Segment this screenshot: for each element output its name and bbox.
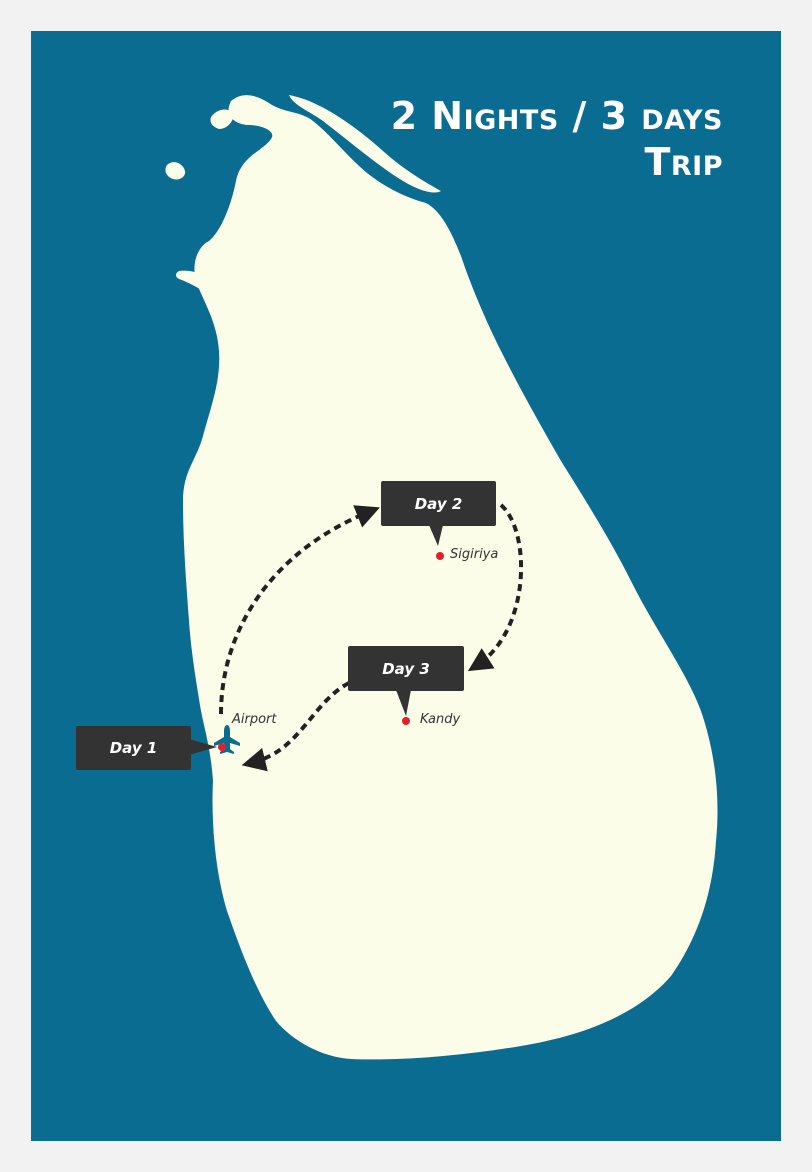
callout-pointer-day3 bbox=[396, 690, 411, 716]
route-kandy-to-airport bbox=[241, 681, 350, 772]
title-line-2: Trip bbox=[644, 140, 723, 184]
map-title: 2 Nights / 3 days Trip bbox=[391, 93, 723, 185]
map-frame: 2 Nights / 3 days Trip Day 1 Day 2 Day 3… bbox=[31, 31, 781, 1141]
island-kalpitiya-spit bbox=[176, 270, 227, 302]
island-small-north bbox=[210, 109, 234, 129]
pin-airport bbox=[218, 743, 226, 751]
place-label-kandy: Kandy bbox=[420, 712, 461, 727]
callout-pointer-day2 bbox=[429, 525, 443, 546]
island-small-west bbox=[165, 162, 186, 180]
place-label-airport: Airport bbox=[232, 712, 277, 727]
route-sigiriya-to-kandy bbox=[467, 503, 523, 672]
callout-day2: Day 2 bbox=[381, 481, 496, 526]
route-airport-to-sigiriya bbox=[219, 505, 380, 715]
title-line-1: 2 Nights / 3 days bbox=[390, 94, 723, 138]
island-jaffna-spit bbox=[289, 95, 441, 193]
map-canvas bbox=[31, 31, 781, 1141]
callout-pointer-day1 bbox=[189, 739, 217, 755]
callout-day1: Day 1 bbox=[76, 726, 191, 770]
place-label-sigiriya: Sigiriya bbox=[450, 547, 499, 562]
island-landmass bbox=[183, 95, 718, 1060]
pin-sigiriya bbox=[436, 552, 444, 560]
airplane-icon bbox=[214, 725, 240, 754]
pin-kandy bbox=[402, 717, 410, 725]
callout-day3: Day 3 bbox=[348, 646, 464, 691]
